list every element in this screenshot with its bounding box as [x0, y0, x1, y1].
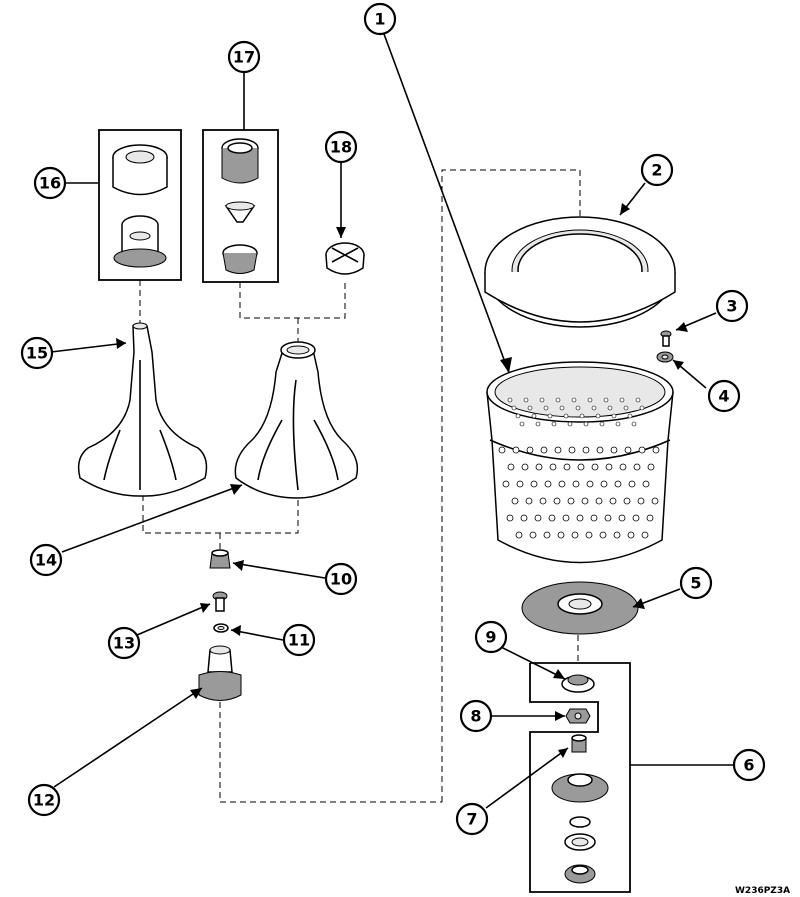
part-2-balance-ring [484, 216, 676, 328]
svg-text:4: 4 [718, 387, 729, 406]
callout-4: 4 [707, 379, 741, 413]
callout-2: 2 [640, 153, 674, 187]
svg-text:16: 16 [39, 174, 61, 193]
leader-lines [50, 33, 733, 809]
part-5-hub-plate [521, 581, 639, 635]
svg-text:14: 14 [35, 551, 57, 570]
part-13-bolt [212, 591, 228, 612]
callout-12: 12 [27, 783, 61, 817]
part-3-screw [660, 330, 672, 347]
callout-11: 11 [282, 623, 316, 657]
part-12-drive-coupling [198, 645, 242, 701]
svg-text:15: 15 [26, 344, 48, 363]
part-14-agitator-barrel [234, 341, 359, 499]
callout-9: 9 [474, 620, 508, 654]
arrowheads [116, 203, 688, 758]
part-18-cap [325, 242, 365, 275]
svg-text:1: 1 [374, 10, 385, 29]
svg-text:7: 7 [466, 810, 477, 829]
part-1-spin-basket [486, 361, 674, 564]
svg-text:11: 11 [288, 631, 310, 650]
basket-perforations [498, 397, 660, 539]
callout-8: 8 [459, 699, 493, 733]
part-4-washer [656, 351, 674, 363]
callout-18: 18 [324, 130, 358, 164]
callout-14: 14 [29, 543, 63, 577]
part-11-washer [213, 623, 229, 633]
callout-17: 17 [227, 40, 261, 74]
svg-text:12: 12 [33, 791, 55, 810]
callout-16: 16 [33, 166, 67, 200]
svg-text:9: 9 [485, 628, 496, 647]
svg-text:13: 13 [113, 634, 135, 653]
callout-5: 5 [679, 566, 713, 600]
part-9-seal [561, 674, 595, 693]
svg-text:8: 8 [470, 707, 481, 726]
part-6-lower-components [551, 773, 609, 884]
callout-6: 6 [732, 748, 766, 782]
part-7-spline [571, 734, 587, 753]
part-17-dispenser-assembly [202, 129, 279, 283]
svg-text:5: 5 [690, 574, 701, 593]
svg-text:18: 18 [330, 138, 352, 157]
svg-text:17: 17 [233, 48, 255, 67]
callout-7: 7 [455, 802, 489, 836]
part-6-hub-assembly [529, 662, 631, 893]
svg-text:2: 2 [651, 161, 662, 180]
drawing-code: W236PZ3A [735, 886, 790, 896]
svg-text:10: 10 [330, 570, 352, 589]
callout-1: 1 [363, 2, 397, 36]
svg-text:6: 6 [743, 756, 754, 775]
callout-10: 10 [324, 562, 358, 596]
svg-text:3: 3 [726, 297, 737, 316]
part-8-nut [565, 708, 591, 724]
callout-15: 15 [20, 336, 54, 370]
part-16-seal-assembly [98, 129, 182, 281]
part-10-nut [209, 549, 231, 569]
callout-3: 3 [715, 289, 749, 323]
part-15-agitator [77, 322, 208, 497]
callout-13: 13 [107, 626, 141, 660]
